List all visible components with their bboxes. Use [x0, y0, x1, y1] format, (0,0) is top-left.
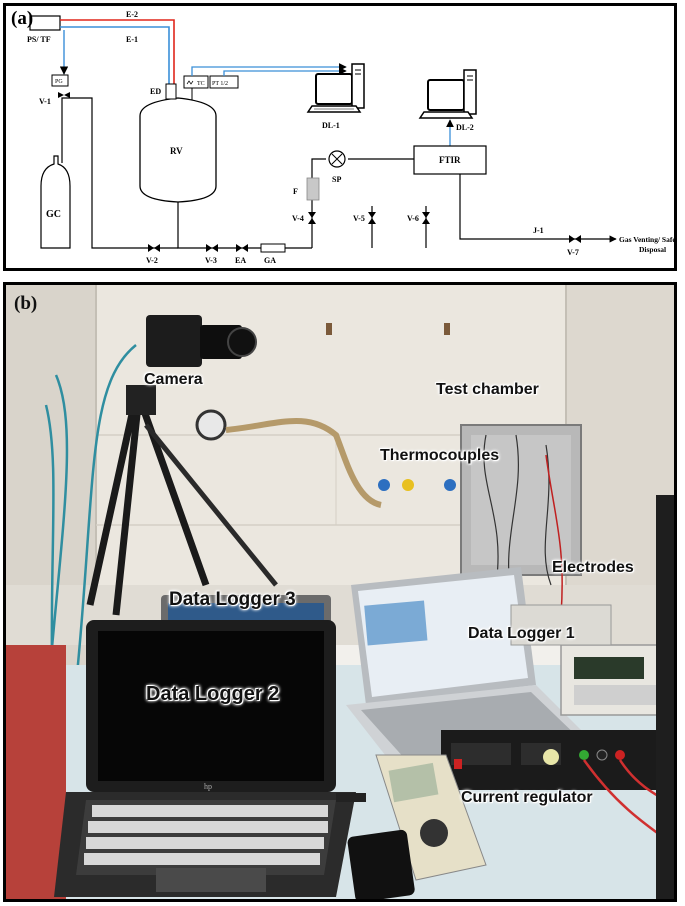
gas-port-blue [378, 479, 390, 491]
usb-stick [336, 793, 366, 802]
v6-valve [422, 212, 430, 224]
dl1-signal-line-a [191, 63, 347, 76]
v1-label: V-1 [39, 97, 51, 106]
gc-supply-line [61, 97, 151, 249]
v7-label: V-7 [567, 248, 579, 257]
thermocouples-label: Thermocouples [380, 447, 500, 464]
gc-label: GC [46, 209, 61, 220]
camera-tripod [86, 385, 278, 616]
ed-electrode [165, 83, 177, 100]
ftir-box [413, 145, 487, 175]
v4-label: V-4 [292, 214, 304, 223]
v1-valve [58, 92, 70, 98]
current-regulator-label: Current regulator [461, 789, 593, 806]
wall-clip-2 [444, 323, 450, 335]
photo-panel: hp [3, 282, 677, 902]
dl1-label: DL-1 [322, 121, 340, 130]
venting-label-line2: Disposal [639, 245, 666, 254]
pressure-gauge [195, 409, 227, 441]
rv-label: RV [170, 146, 183, 156]
schematic-panel: PS/ TF E-2 E-1 PG V-1 GC RV ED TC PT 1/2 [3, 3, 677, 271]
pg-box [51, 74, 69, 87]
hp-logo: hp [204, 782, 212, 791]
v2-valve [148, 244, 160, 252]
camera-label: Camera [144, 371, 203, 388]
gc-cylinder [40, 155, 71, 249]
sp-label: SP [332, 175, 341, 184]
sp-pump-symbol [331, 153, 343, 165]
v5-label: V-5 [353, 214, 365, 223]
electrodes-label: Electrodes [552, 559, 634, 576]
smartphone [347, 829, 415, 899]
dl2-computer [418, 69, 477, 119]
tc-label: TC [197, 81, 205, 87]
data-logger-2-laptop [54, 620, 356, 897]
e2-label: E-2 [126, 10, 138, 19]
ps-tf-label: PS/ TF [27, 35, 51, 44]
tc-box [183, 75, 209, 89]
j1-label: J-1 [533, 226, 544, 235]
electrode-box [510, 604, 612, 646]
wall-clip-1 [326, 323, 332, 335]
rv-vessel [139, 97, 217, 203]
ed-label: ED [150, 87, 161, 96]
ps-tf-box [29, 15, 61, 31]
dl1-signal-line-b [223, 67, 347, 76]
ftir-exhaust-line [459, 174, 536, 240]
schematic-diagram: PS/ TF E-2 E-1 PG V-1 GC RV ED TC PT 1/2 [27, 10, 674, 265]
ga-label: GA [264, 256, 276, 265]
current-regulator-unit [441, 730, 671, 790]
panel-b-label: (b) [14, 293, 38, 314]
rv-outlet-line [177, 202, 312, 249]
camera-body [146, 315, 257, 367]
test-chamber-label: Test chamber [436, 381, 539, 398]
data-logger-1-label: Data Logger 1 [468, 625, 575, 642]
f-filter [306, 177, 320, 201]
gas-port-yellow [402, 479, 414, 491]
dl1-computer [306, 63, 365, 113]
v7-valve [569, 235, 581, 243]
e1-wire [60, 26, 170, 86]
gas-hose [225, 417, 382, 508]
bench-multimeter [560, 644, 672, 716]
v3-valve [206, 244, 218, 252]
v6-label: V-6 [407, 214, 419, 223]
dl2-label: DL-2 [456, 123, 474, 132]
electrode-wire-red [545, 454, 563, 616]
v4-valve [308, 212, 316, 224]
e1-label: E-1 [126, 35, 138, 44]
venting-label-line1: Gas Venting/ Safe [619, 235, 674, 244]
panel-a-label: (a) [11, 8, 34, 29]
data-logger-3-label: Data Logger 3 [169, 589, 296, 610]
ga-box [260, 243, 286, 253]
pg-label: PG [55, 79, 63, 85]
ea-valve [236, 244, 248, 252]
f-label: F [293, 187, 298, 196]
v3-label: V-3 [205, 256, 217, 265]
handheld-multimeter [375, 754, 487, 881]
sample-line [311, 158, 326, 248]
pt-label: PT 1/2 [212, 81, 228, 87]
e2-wire [60, 19, 175, 86]
ftir-label: FTIR [439, 155, 461, 165]
v2-label: V-2 [146, 256, 158, 265]
data-logger-2-label: Data Logger 2 [146, 683, 280, 705]
test-chamber-face [471, 435, 571, 565]
v5-valve [368, 212, 376, 224]
gas-port-blue-2 [444, 479, 456, 491]
desk-cabinet [6, 645, 66, 899]
ea-label: EA [235, 256, 246, 265]
lab-setup-photo: hp [6, 285, 674, 899]
tc-symbol [186, 80, 194, 85]
right-edge-object [656, 495, 674, 899]
